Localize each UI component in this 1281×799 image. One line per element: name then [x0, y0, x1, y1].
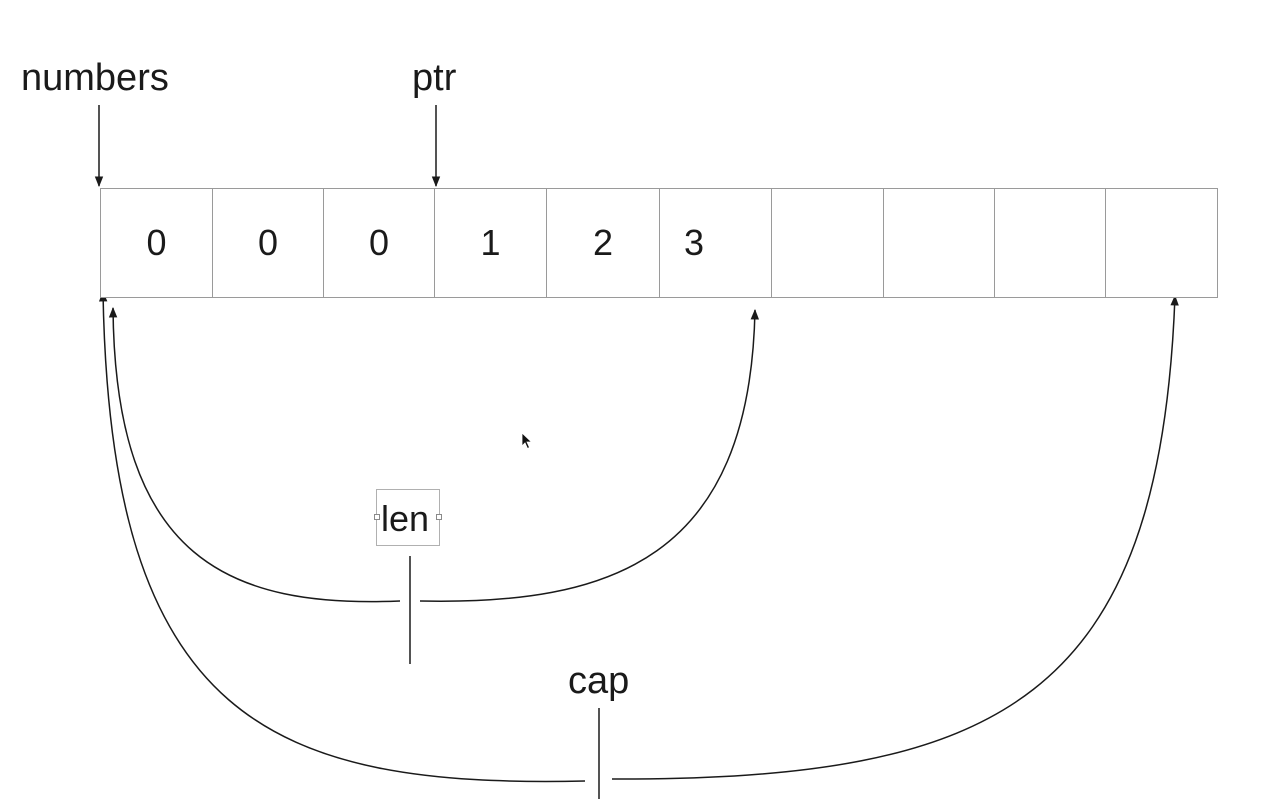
- len-bracket-right: [419, 308, 760, 602]
- numbers-label: numbers: [21, 57, 169, 99]
- array-cell-value: 3: [684, 222, 705, 263]
- array-cell-6: [771, 188, 884, 298]
- len-label[interactable]: len: [381, 498, 430, 539]
- ptr-label: ptr: [412, 57, 457, 99]
- len-selection-box[interactable]: [374, 489, 442, 546]
- array-cell-value: 0: [257, 222, 279, 263]
- array-cell-8: [994, 188, 1106, 298]
- cap-label: cap: [568, 660, 630, 702]
- mouse-pointer-icon: [521, 432, 533, 450]
- array-cell-4: 2: [546, 188, 660, 298]
- array-cell-3: 1: [434, 188, 547, 298]
- array-cell-value: 0: [368, 222, 390, 263]
- array-cell-2: 0: [323, 188, 435, 298]
- array-cell-value: 2: [592, 222, 614, 263]
- cap-bracket-right: [611, 294, 1179, 780]
- array-cell-value: 0: [146, 222, 167, 263]
- array-cell-9: [1105, 188, 1218, 298]
- array-cell-7: [883, 188, 995, 298]
- array-cell-1: 0: [212, 188, 324, 298]
- cap-bracket-left: [98, 290, 586, 783]
- resize-handle-right[interactable]: [436, 514, 442, 520]
- array-cell-0: 0: [100, 188, 213, 298]
- resize-handle-left[interactable]: [374, 514, 380, 520]
- len-bracket-left: [108, 306, 401, 603]
- array-cell-value: 1: [480, 222, 501, 263]
- array-cell-5: 3: [659, 188, 772, 298]
